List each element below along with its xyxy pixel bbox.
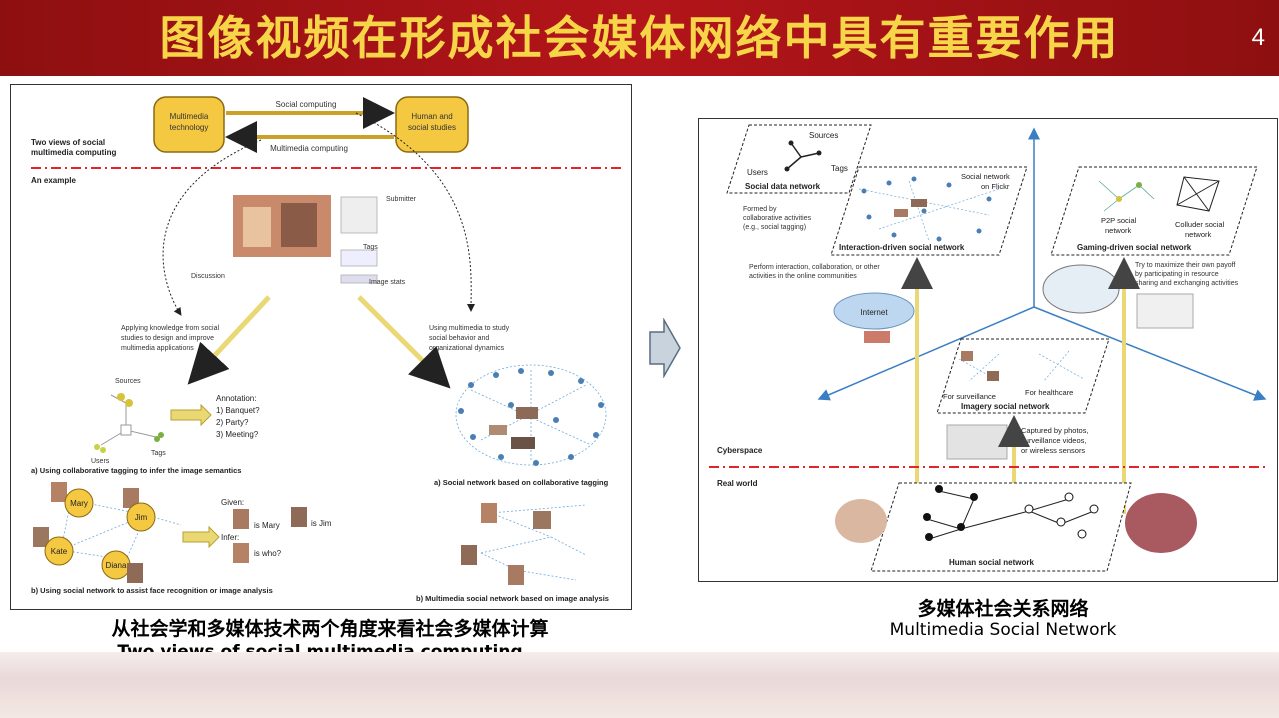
annotation-arrow — [171, 405, 211, 425]
right-caption-en: Multimedia Social Network — [698, 620, 1279, 640]
submitter-label: Submitter — [386, 196, 417, 203]
caption-b-left: b) Using social network to assist face r… — [31, 586, 273, 595]
is-who-label: is who? — [254, 549, 282, 558]
for-healthcare-label: For healthcare — [1025, 388, 1073, 397]
internet-label: Internet — [860, 308, 888, 317]
discussion-label: Discussion — [191, 273, 225, 280]
given-label: Given: — [221, 498, 244, 507]
cyberspace-label: Cyberspace — [717, 446, 763, 455]
surveillance-photo — [947, 425, 1007, 459]
infer-label: Infer: — [221, 533, 239, 542]
sources-label: Sources — [115, 378, 141, 385]
captured-by-text: Captured by photos,surveillance videos,o… — [1021, 426, 1089, 455]
caption-a-left: a) Using collaborative tagging to infer … — [31, 466, 241, 475]
for-surveillance-label: For surveillance — [943, 392, 996, 401]
is-jim-label: is Jim — [311, 519, 332, 528]
interaction-driven-label: Interaction-driven social network — [839, 243, 965, 252]
title-banner: 图像视频在形成社会媒体网络中具有重要作用 4 — [0, 0, 1279, 76]
social-computing-label: Social computing — [276, 100, 337, 109]
tags-label: Tags — [363, 244, 378, 251]
users-label-right: Users — [747, 168, 768, 177]
people-photo-right — [1125, 493, 1197, 553]
is-mary-label: is Mary — [254, 521, 280, 530]
page-number: 4 — [1252, 24, 1265, 52]
jim-node: Jim — [135, 513, 148, 522]
right-caption-zh: 多媒体社会关系网络 — [698, 594, 1279, 621]
gaming-devices-icon — [1043, 265, 1119, 313]
multimedia-social-network-figure: Sources Users Tags Social data network F… — [699, 119, 1277, 581]
an-example-label: An example — [31, 176, 76, 185]
tags2-label: Tags — [151, 450, 166, 457]
sharing-illustration — [1137, 294, 1193, 328]
kate-node: Kate — [51, 547, 68, 556]
perform-interaction-text: Perform interaction, collaboration, or o… — [749, 264, 880, 280]
multimedia-computing-label: Multimedia computing — [270, 144, 348, 153]
gaming-network-plane — [1051, 167, 1257, 255]
human-social-network-label: Human social network — [949, 558, 1034, 567]
sources-label-right: Sources — [809, 131, 838, 140]
annotation-label: Annotation: — [216, 394, 256, 403]
caption-a-right: a) Social network based on collaborative… — [434, 478, 609, 487]
caption-b-right: b) Multimedia social network based on im… — [416, 594, 609, 603]
option-party: 2) Party? — [216, 418, 249, 427]
real-world-label: Real world — [717, 479, 758, 488]
option-banquet: 1) Banquet? — [216, 406, 260, 415]
people-photo-left — [835, 499, 887, 543]
mary-node: Mary — [70, 499, 88, 508]
image-stats-label: Image stats — [369, 279, 406, 286]
left-caption-zh: 从社会学和多媒体技术两个角度来看社会多媒体计算 — [10, 614, 650, 641]
slide-title: 图像视频在形成社会媒体网络中具有重要作用 — [0, 4, 1279, 72]
social-data-network-label: Social data network — [745, 182, 821, 191]
transition-arrow-icon — [648, 318, 682, 378]
imagery-social-network-label: Imagery social network — [961, 402, 1050, 411]
gaming-driven-label: Gaming-driven social network — [1077, 243, 1192, 252]
decorative-footer — [0, 652, 1279, 718]
right-figure-panel: Sources Users Tags Social data network F… — [698, 118, 1278, 582]
users-label: Users — [91, 458, 110, 465]
diana-node: Diana — [106, 561, 127, 570]
tags-label-right: Tags — [831, 164, 848, 173]
option-meeting: 3) Meeting? — [216, 430, 259, 439]
